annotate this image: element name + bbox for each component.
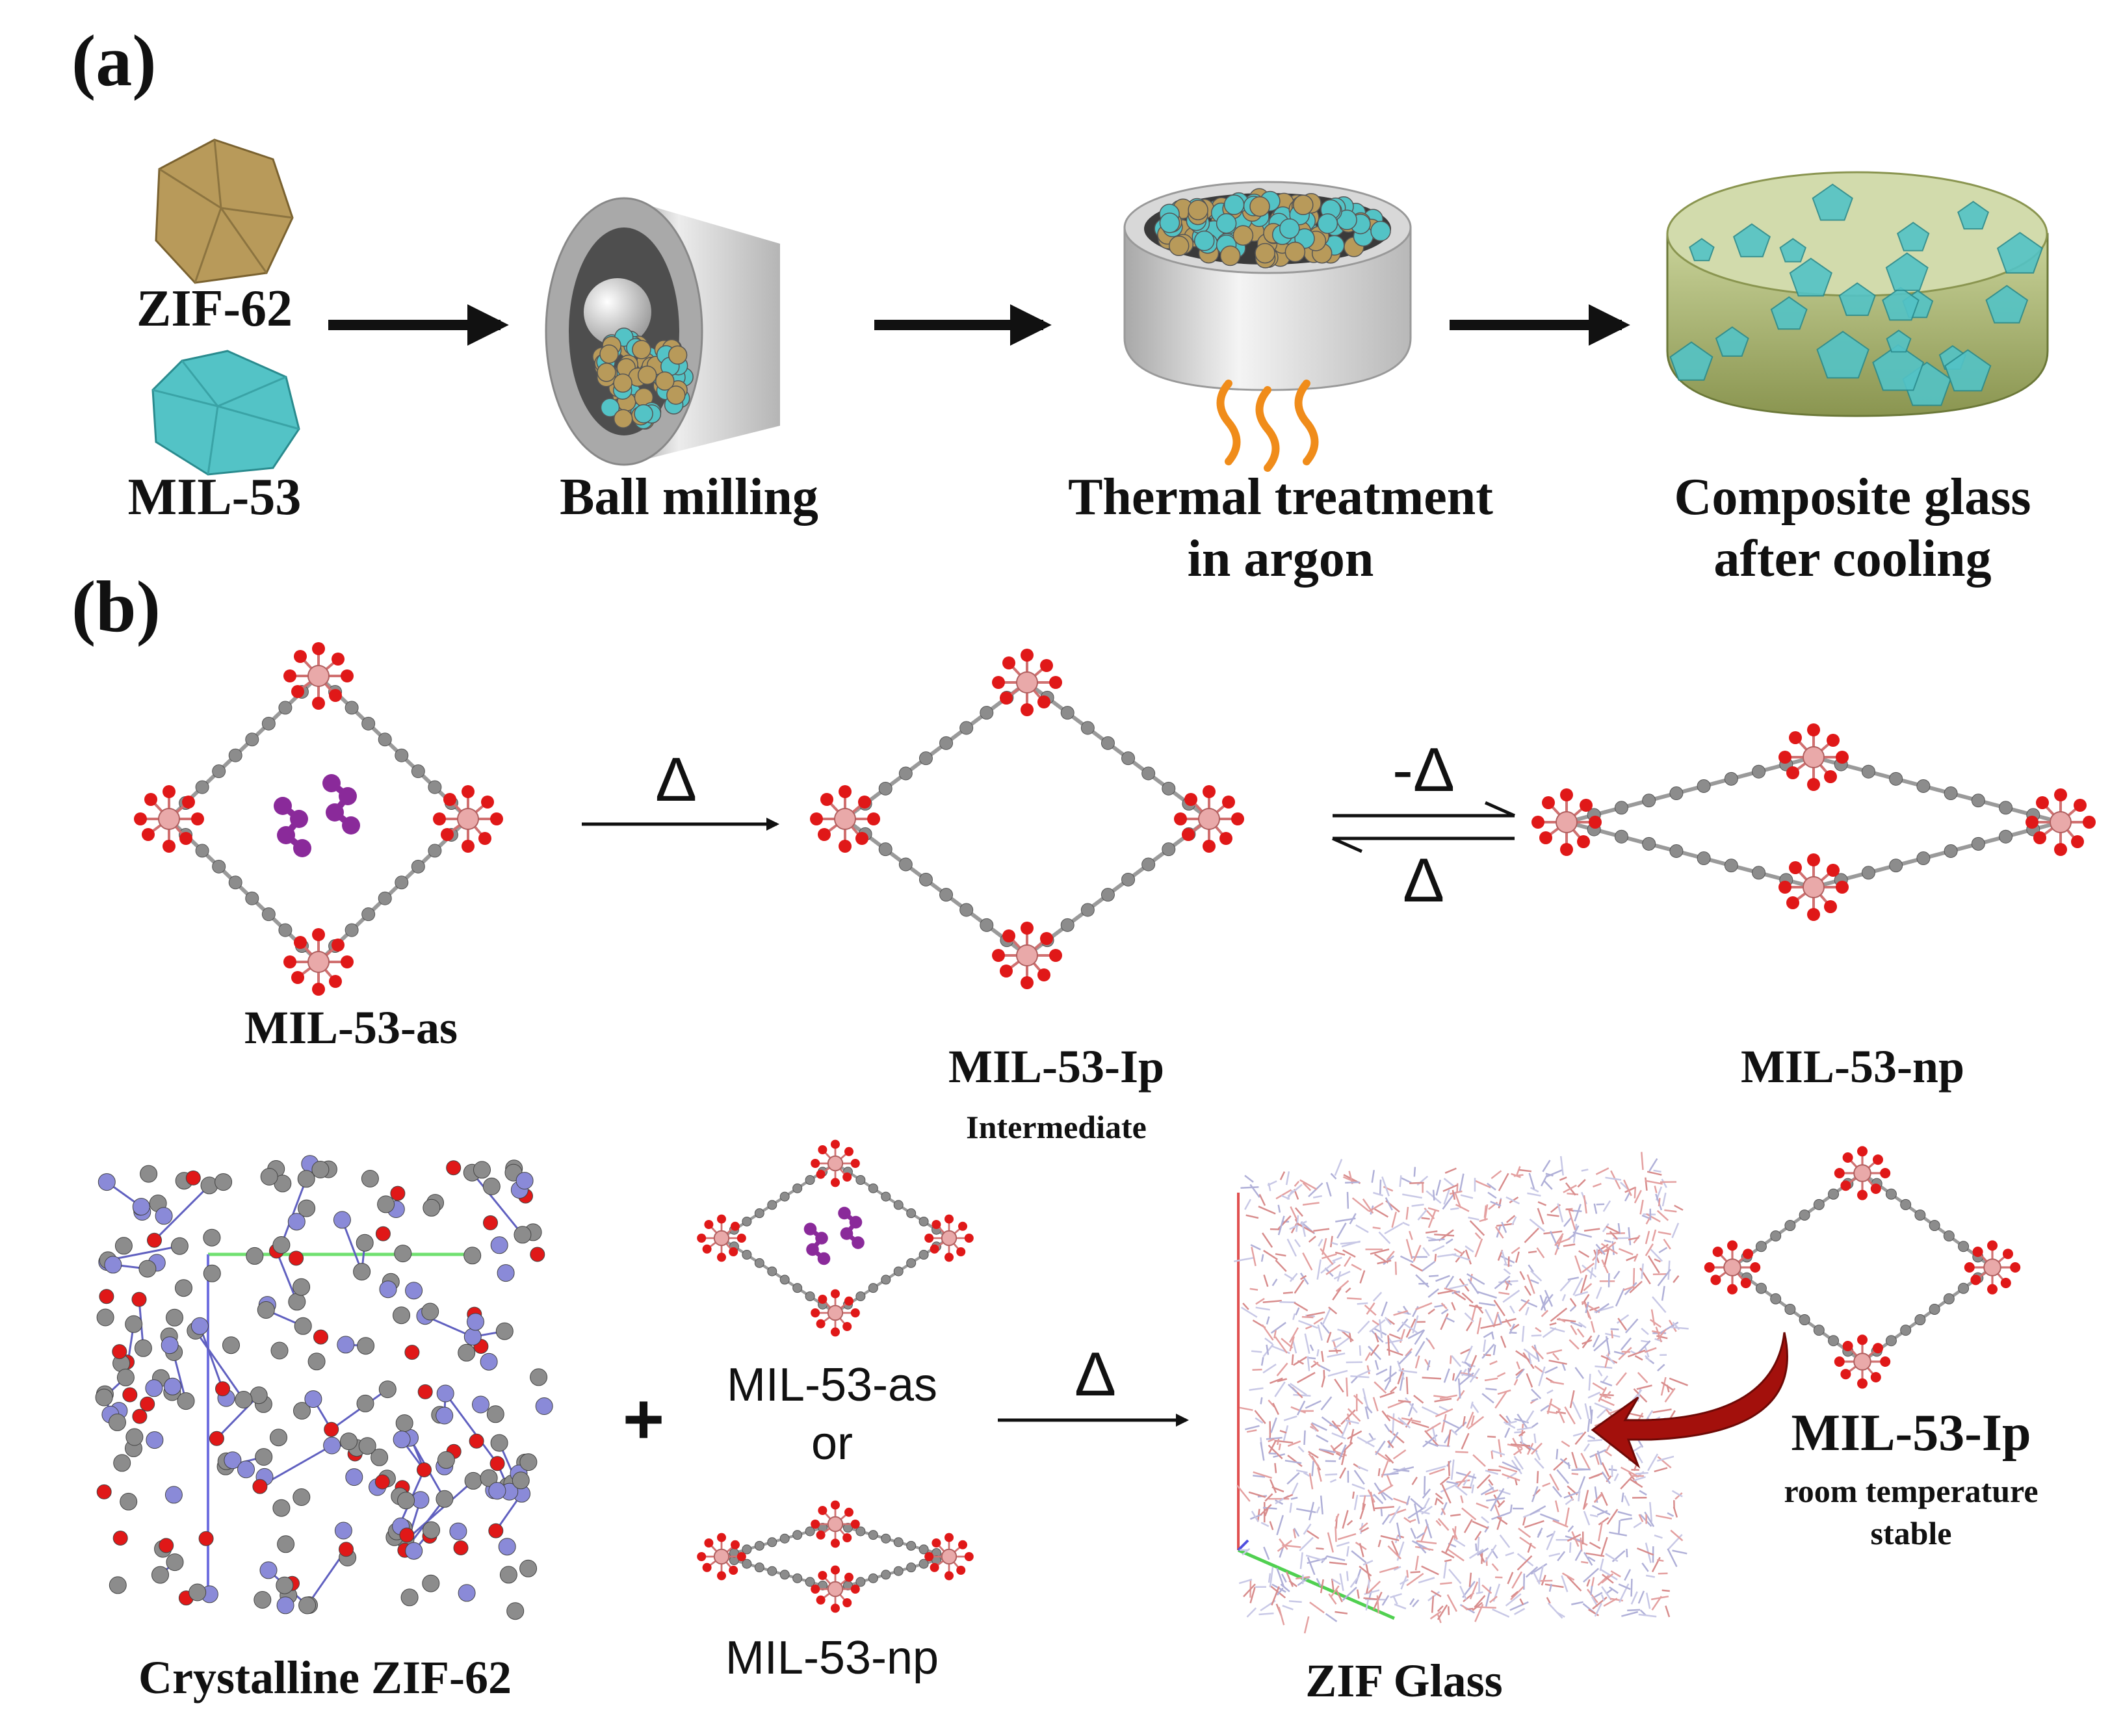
delta-label-2: Δ: [1402, 846, 1445, 915]
delta-label-3: Δ: [1074, 1340, 1117, 1409]
mil53-label: MIL-53: [127, 469, 302, 526]
room-temperature-label: room temperature: [1784, 1473, 2038, 1509]
after-cooling-label: after cooling: [1713, 530, 1992, 588]
zif-glass-label: ZIF Glass: [1305, 1655, 1503, 1707]
mil53-as-label: MIL-53-as: [244, 1002, 458, 1054]
equilibrium-back-barb: [1331, 836, 1363, 853]
small-mil53-as-framework: [697, 1139, 974, 1337]
final-mil53-lp-label: MIL-53-Ip: [1791, 1405, 2031, 1462]
zif62-crystal-icon: [155, 138, 294, 284]
stable-label: stable: [1870, 1515, 1952, 1551]
plus-sign: +: [622, 1379, 665, 1459]
neg-delta-label: -Δ: [1392, 735, 1455, 805]
panel-a-label: (a): [72, 21, 157, 101]
equilibrium-forward-barb: [1484, 801, 1516, 818]
panel-b-label: (b): [72, 567, 161, 647]
in-argon-label: in argon: [1187, 530, 1374, 588]
or-label: or: [811, 1418, 853, 1470]
crystalline-zif62-network: [95, 1155, 553, 1620]
delta-label-1: Δ: [655, 745, 697, 814]
insertion-arrow-icon: [1591, 1332, 1788, 1469]
composite-glass-disc-icon: [1666, 171, 2049, 417]
crystalline-zif62-label: Crystalline ZIF-62: [138, 1652, 512, 1704]
mil53-lp-label: MIL-53-Ip: [948, 1041, 1164, 1093]
intermediate-label: Intermediate: [966, 1109, 1147, 1145]
mil53-np-label: MIL-53-np: [1740, 1041, 1965, 1093]
mil53-lp-framework: [810, 649, 1244, 989]
heated-bowl-icon: [1123, 181, 1412, 472]
ball-milling-label: Ball milling: [560, 469, 818, 526]
mil53-crystal-icon: [151, 350, 300, 476]
mil53-as-framework: [134, 642, 503, 996]
small-mil53-np-framework: [697, 1500, 974, 1613]
zif-glass-network: [1234, 1152, 1689, 1634]
ball-mill-jar-icon: [545, 197, 780, 466]
mil53-np-framework: [1531, 723, 2096, 921]
small-mil53-np-label: MIL-53-np: [725, 1632, 939, 1684]
small-mil53-as-label: MIL-53-as: [726, 1359, 938, 1411]
final-mil53-lp-framework: [1704, 1146, 2021, 1389]
zif62-label: ZIF-62: [137, 280, 293, 337]
thermal-treatment-label: Thermal treatment: [1068, 469, 1493, 526]
composite-glass-label: Composite glass: [1674, 469, 2031, 526]
